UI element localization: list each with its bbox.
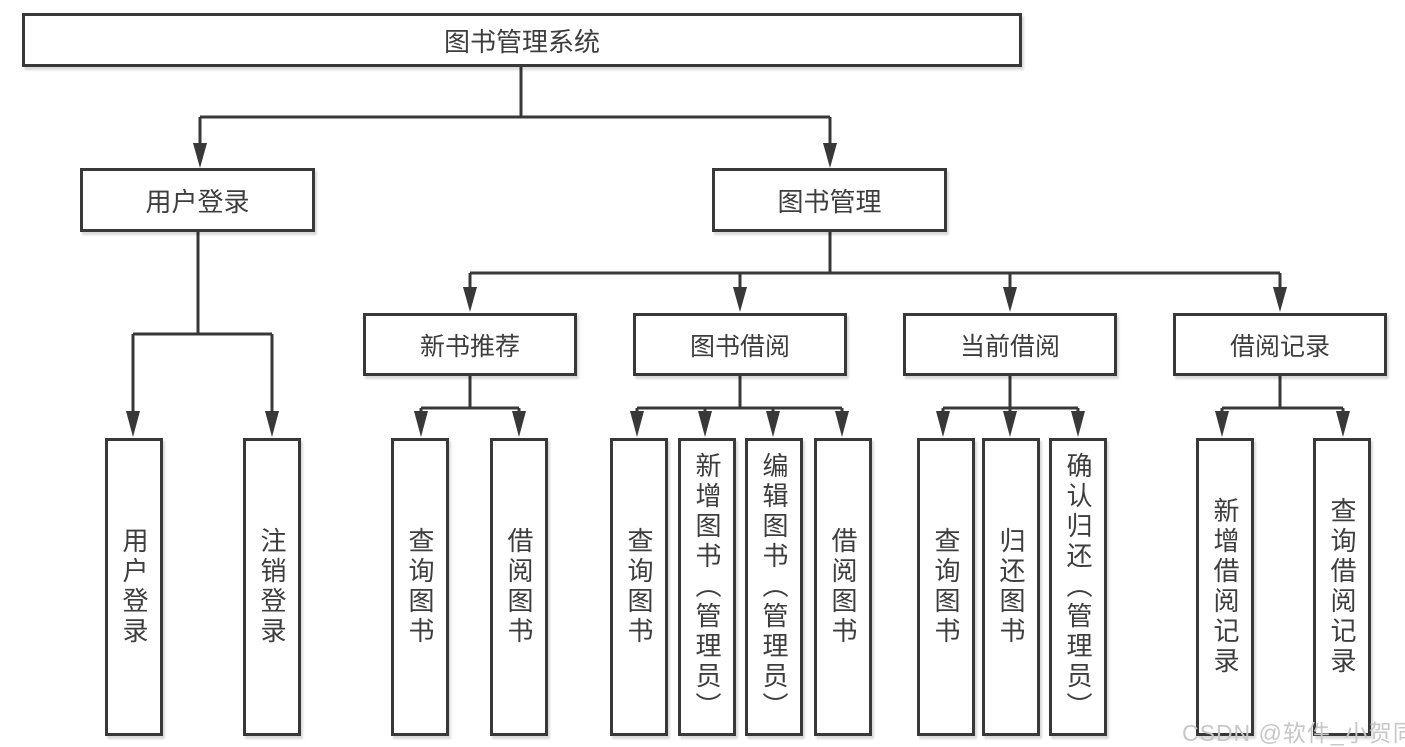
node-label: 用户登录: [145, 186, 250, 217]
node-label: 编辑图书（管理员）: [759, 452, 789, 722]
node-leaf-edit-books-admin: 编辑图书（管理员）: [745, 438, 803, 736]
node-label: 新增借阅记录: [1210, 497, 1240, 677]
node-label: 借阅图书: [504, 527, 534, 647]
node-root-system: 图书管理系统: [22, 13, 1022, 67]
node-label: 新书推荐: [419, 332, 520, 361]
node-label: 借阅记录: [1229, 332, 1330, 361]
node-label: 确认归还（管理员）: [1063, 452, 1093, 722]
node-new-book-recommend: 新书推荐: [363, 313, 577, 376]
node-borrow-records: 借阅记录: [1173, 313, 1387, 376]
node-leaf-logout: 注销登录: [243, 438, 301, 736]
node-label: 查询图书: [931, 527, 961, 647]
arrowheads: [126, 143, 1350, 437]
node-leaf-query-borrow-record: 查询借阅记录: [1313, 438, 1371, 736]
node-leaf-user-login: 用户登录: [105, 438, 163, 736]
node-leaf-add-books-admin: 新增图书（管理员）: [678, 438, 736, 736]
node-label: 归还图书: [996, 527, 1026, 647]
node-leaf-query-books-recommend: 查询图书: [391, 438, 449, 736]
node-label: 图书借阅: [689, 332, 790, 361]
node-leaf-add-borrow-record: 新增借阅记录: [1196, 438, 1254, 736]
node-label: 图书管理: [777, 186, 882, 217]
node-leaf-query-books-current: 查询图书: [917, 438, 975, 736]
node-leaf-query-books-borrow: 查询图书: [610, 438, 668, 736]
node-label: 图书管理系统: [443, 26, 600, 57]
node-label: 借阅图书: [828, 527, 858, 647]
csdn-watermark: CSDN @软件_小贺同学: [1182, 720, 1405, 746]
edge-lines: [131, 67, 1345, 414]
node-label: 注销登录: [257, 527, 287, 647]
node-label: 用户登录: [119, 527, 149, 647]
node-leaf-confirm-return-admin: 确认归还（管理员）: [1049, 438, 1107, 736]
node-current-borrow: 当前借阅: [903, 313, 1117, 376]
node-leaf-return-books: 归还图书: [982, 438, 1040, 736]
node-user-login: 用户登录: [80, 168, 315, 232]
node-book-borrow: 图书借阅: [633, 313, 847, 376]
node-leaf-borrow-books-recommend: 借阅图书: [490, 438, 548, 736]
node-label: 当前借阅: [959, 332, 1060, 361]
node-leaf-borrow-books: 借阅图书: [814, 438, 872, 736]
node-book-management: 图书管理: [712, 168, 947, 232]
node-label: 查询图书: [405, 527, 435, 647]
node-label: 查询借阅记录: [1327, 497, 1357, 677]
node-label: 新增图书（管理员）: [692, 452, 722, 722]
node-label: 查询图书: [624, 527, 654, 647]
